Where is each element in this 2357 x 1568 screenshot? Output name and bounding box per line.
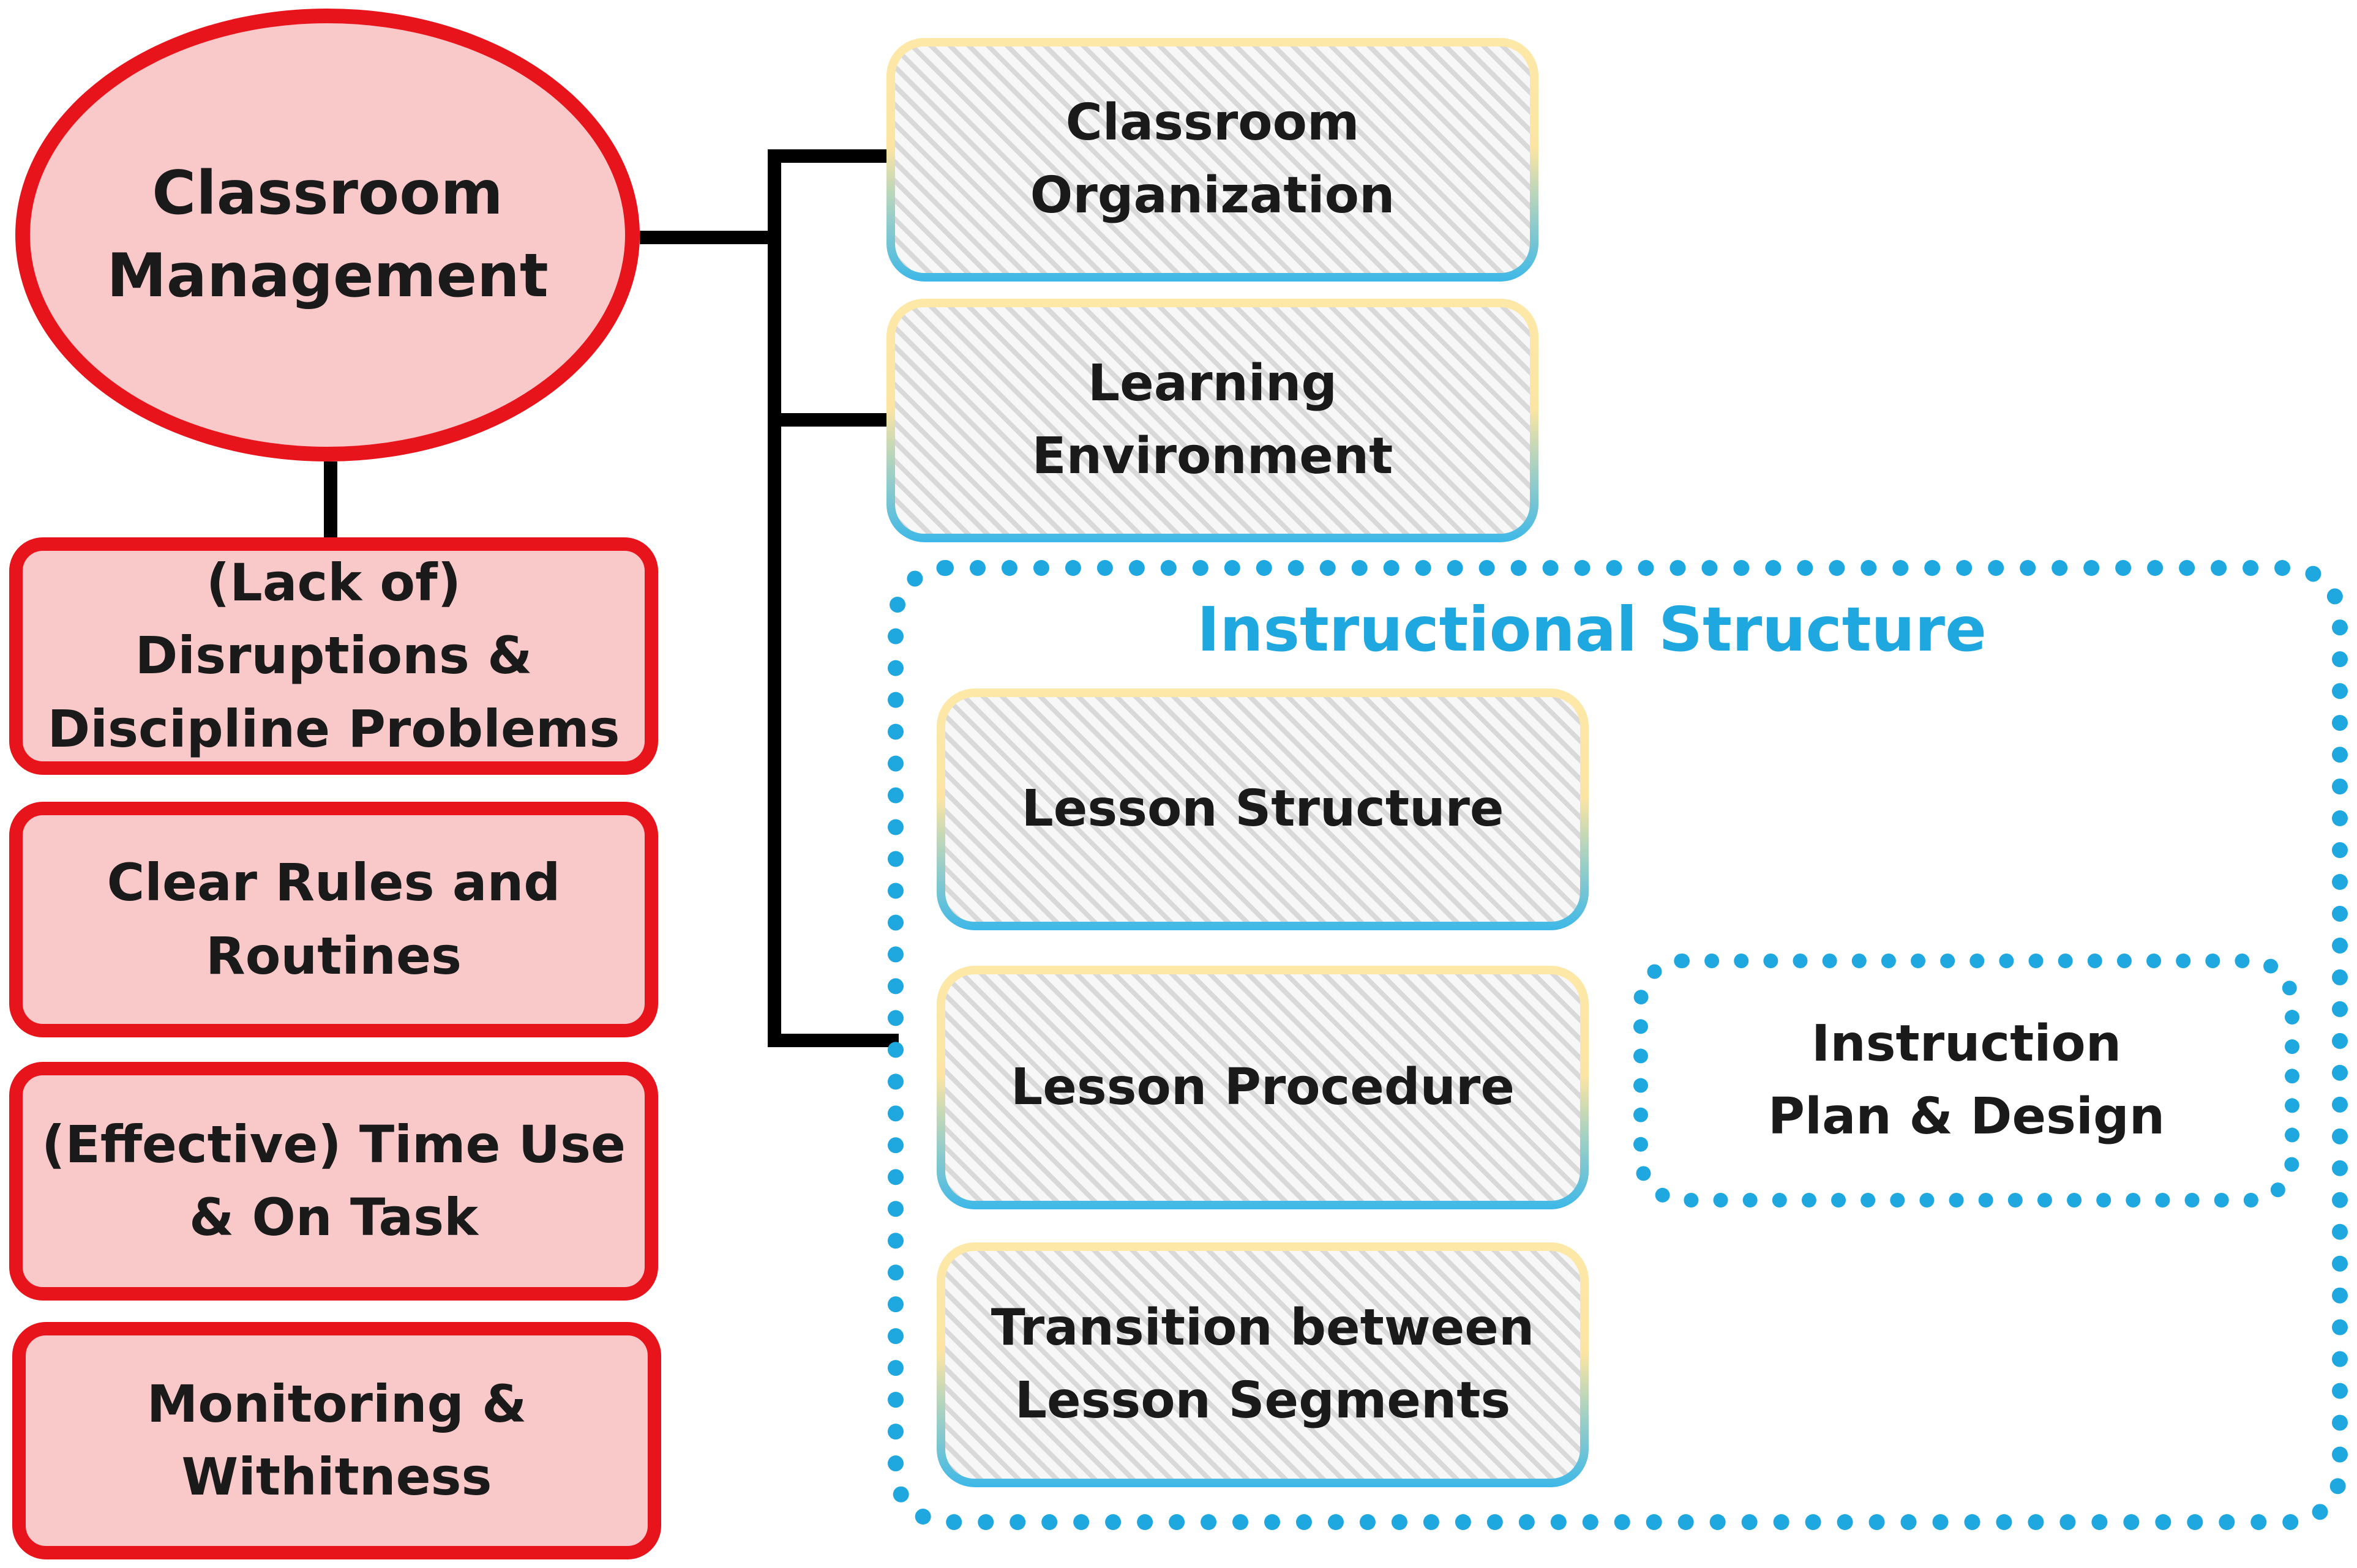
classroom-organization-node: Classroom Organization	[886, 38, 1538, 282]
node-label-line3: Discipline Problems	[47, 698, 620, 759]
node-label-line2: Environment	[1032, 427, 1393, 485]
node-label-line2: Organization	[1030, 166, 1395, 225]
node-label-line1: Lesson Procedure	[1011, 1058, 1515, 1116]
time-use-on-task-node: (Effective) Time Use & On Task	[9, 1062, 658, 1301]
lesson-structure-node: Lesson Structure	[937, 689, 1589, 930]
monitoring-withitness-node: Monitoring & Withitness	[12, 1322, 661, 1559]
node-label-line1: Lesson Structure	[1021, 780, 1504, 838]
node-label-line2: Routines	[206, 925, 462, 986]
node-label-line1: (Lack of)	[206, 553, 462, 613]
instructional-structure-group	[888, 560, 2348, 1530]
node-label-line1: Classroom	[1065, 94, 1360, 152]
instruction-plan-design-group: Instruction Plan & Design	[1633, 954, 2299, 1208]
node-label-line1: Transition between	[991, 1299, 1535, 1357]
learning-environment-node: Learning Environment	[886, 299, 1538, 542]
root-label-line1: Classroom	[152, 158, 503, 228]
root-label-line2: Management	[107, 241, 549, 311]
clear-rules-routines-node: Clear Rules and Routines	[9, 802, 658, 1037]
node-label-line1: Learning	[1087, 354, 1338, 413]
node-label-line2: Withitness	[181, 1447, 492, 1507]
node-label-line1: (Effective) Time Use	[42, 1114, 626, 1174]
transition-lesson-segments-node: Transition between Lesson Segments	[937, 1242, 1589, 1487]
node-label-line2: Disruptions &	[135, 625, 533, 686]
disruptions-discipline-node: (Lack of) Disruptions & Discipline Probl…	[9, 537, 658, 775]
instructional-structure-title: Instructional Structure	[1197, 594, 1987, 665]
node-label-line2: Plan & Design	[1767, 1087, 2165, 1146]
classroom-management-node: Classroom Management	[15, 9, 640, 461]
lesson-procedure-node: Lesson Procedure	[937, 966, 1589, 1209]
node-label-line2: & On Task	[189, 1187, 478, 1247]
node-label-line1: Monitoring &	[146, 1373, 527, 1434]
node-label-line1: Instruction	[1811, 1014, 2122, 1073]
node-label-line2: Lesson Segments	[1014, 1372, 1511, 1430]
node-label-line1: Clear Rules and	[107, 853, 561, 913]
